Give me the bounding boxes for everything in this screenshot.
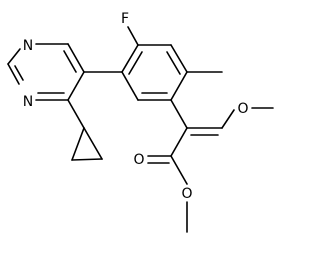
bond-b3-b4-inner	[166, 51, 181, 75]
atom-fluorine: F	[121, 11, 129, 27]
bond-vinyl-methoxy-o	[221, 109, 235, 129]
methoxyacrylate-group	[147, 107, 274, 233]
bond-vinyl-carbonyl	[170, 127, 188, 157]
pyrimidine-ring	[7, 43, 85, 101]
bond-c2-n3	[7, 63, 20, 85]
benzene-ring	[121, 44, 188, 101]
bond-benzene-vinyl	[170, 99, 188, 129]
bond-b4-b5	[170, 71, 188, 101]
bond-c2-n3-inner	[14, 65, 24, 81]
atom-methoxy-oxygen: O	[237, 101, 248, 117]
bond-carbonyl-ester-o	[170, 155, 188, 185]
atom-pyrimidine-n3: N	[23, 94, 33, 110]
atom-carbonyl-oxygen: O	[133, 152, 144, 168]
bond-cyclopropyl-3	[71, 158, 103, 161]
chemical-structure: F N N O O O	[7, 11, 274, 233]
bond-cyclopropyl-2	[83, 127, 103, 160]
bond-c5-c4	[67, 71, 85, 101]
atom-ester-oxygen: O	[181, 186, 192, 202]
bond-cyclopropyl-1	[71, 127, 85, 161]
bond-c4-cyclopropyl	[67, 99, 85, 129]
bond-c2-n1	[7, 48, 21, 65]
atom-pyrimidine-n1: N	[23, 38, 33, 54]
bond-c6-c5	[67, 43, 85, 73]
bond-b1-b2	[121, 44, 139, 73]
bond-b3-b4	[170, 44, 188, 73]
bond-b1-b2-inner	[128, 51, 143, 75]
cyclopropyl-group	[67, 99, 103, 161]
bond-c6-c5-inner	[63, 50, 77, 73]
bond-b6-b1	[121, 71, 139, 101]
bond-fluorine	[127, 26, 139, 46]
